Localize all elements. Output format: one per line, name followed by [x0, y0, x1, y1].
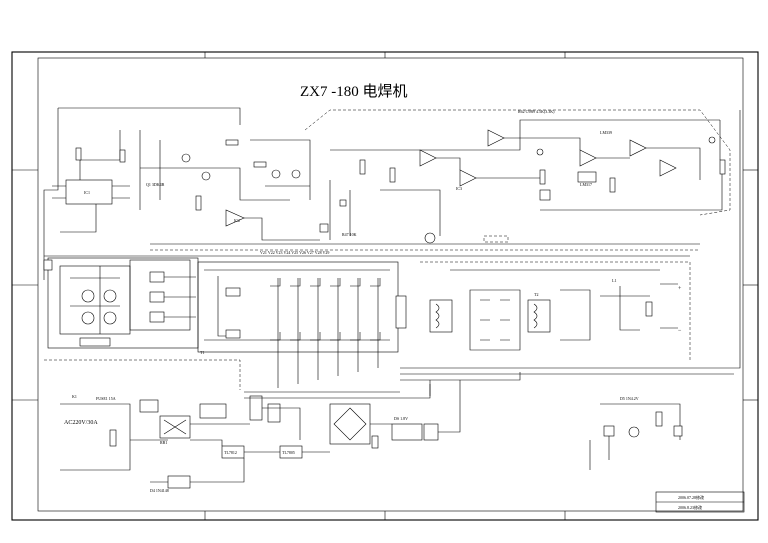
drawing-title: ZX7 -180 电焊机 [300, 83, 408, 100]
reg-7805-label: TL7805 [282, 450, 295, 455]
l1-label: L1 [612, 278, 616, 283]
bus-lines: V21 V22 V23 V24 V25 V26 V27 V28 V29 [44, 243, 700, 257]
comparator-section: IC3 LM339 R62 C9B9 4.5K(3.3K) LM317 R47 … [304, 109, 731, 244]
misc-labels [43, 136, 716, 271]
revision-date-1: 2006.07.28修改 [678, 494, 704, 500]
k1-label: K1 [72, 394, 77, 399]
fuse-label: FUSE1 15A [96, 396, 116, 401]
igbt-array: T1 [197, 261, 407, 388]
ic1-chip [65, 179, 113, 205]
zener-label: D5 1N4.2V [620, 396, 639, 401]
lm317-label: LM317 [580, 182, 592, 187]
t1-label: T1 [200, 350, 204, 355]
bus-note: V21 V22 V23 V24 V25 V26 V27 V28 V29 [260, 250, 329, 255]
ic1-label: IC1 [84, 190, 90, 195]
q1-label: Q1 3DK4B [146, 182, 165, 187]
sense-resistor-label: R47 10K [342, 232, 357, 237]
output-stage: T2 L1 + − [420, 261, 691, 362]
ac-input-label: AC220V/30A [64, 420, 98, 426]
drawing-frame [11, 51, 759, 521]
aux-label: D4 1N4148 [150, 488, 169, 493]
minus-terminal: − [678, 328, 682, 334]
reg-7812-label: TL7812 [224, 450, 237, 455]
display-label: DS 1.8V [394, 416, 408, 421]
rectifier-label: RB1 [160, 440, 167, 445]
driver-block [47, 257, 199, 349]
control-circuit-left: IC1 IC2 Q1 3DK4B [43, 107, 320, 280]
plus-terminal: + [678, 286, 682, 292]
revision-date-2: 2006.8.23修改 [678, 504, 702, 510]
indicator-section: D5 1N4.2V [589, 396, 683, 470]
t2-label: T2 [534, 292, 538, 297]
lm339-label: LM339 [600, 130, 612, 135]
ac-input-section: AC220V/30A K1 FUSE1 15A RB1 TL7812 TL780… [44, 359, 330, 493]
note-top: R62 C9B9 4.5K(3.3K) [518, 109, 555, 114]
display-section: DS 1.8V [329, 380, 461, 449]
ic3-label: IC3 [456, 186, 462, 191]
title-block: 2006.07.28修改 2006.8.23修改 [655, 491, 745, 513]
ic2-label: IC2 [234, 218, 240, 223]
